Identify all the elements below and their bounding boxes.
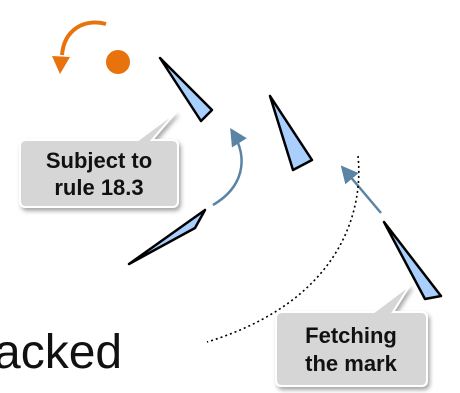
callout-fetch [275, 284, 428, 387]
boat-2 [268, 94, 314, 172]
rotation-arrow-icon [60, 20, 107, 56]
track-arrow-2 [340, 165, 382, 214]
callout-rule [19, 111, 179, 208]
partial-word-label: acked [0, 326, 122, 379]
rotation-arrowhead-icon [52, 56, 70, 74]
callout-rule-line2: rule 18.3 [54, 175, 143, 200]
callout-fetch-line2: the mark [305, 351, 397, 376]
boat-3 [127, 208, 207, 266]
boat-4 [382, 220, 443, 301]
mark-buoy [106, 50, 130, 74]
track-arrow-1 [212, 128, 247, 207]
callout-rule-line1: Subject to [46, 148, 152, 173]
callout-fetch-line1: Fetching [305, 323, 397, 348]
boat-1 [158, 56, 214, 123]
